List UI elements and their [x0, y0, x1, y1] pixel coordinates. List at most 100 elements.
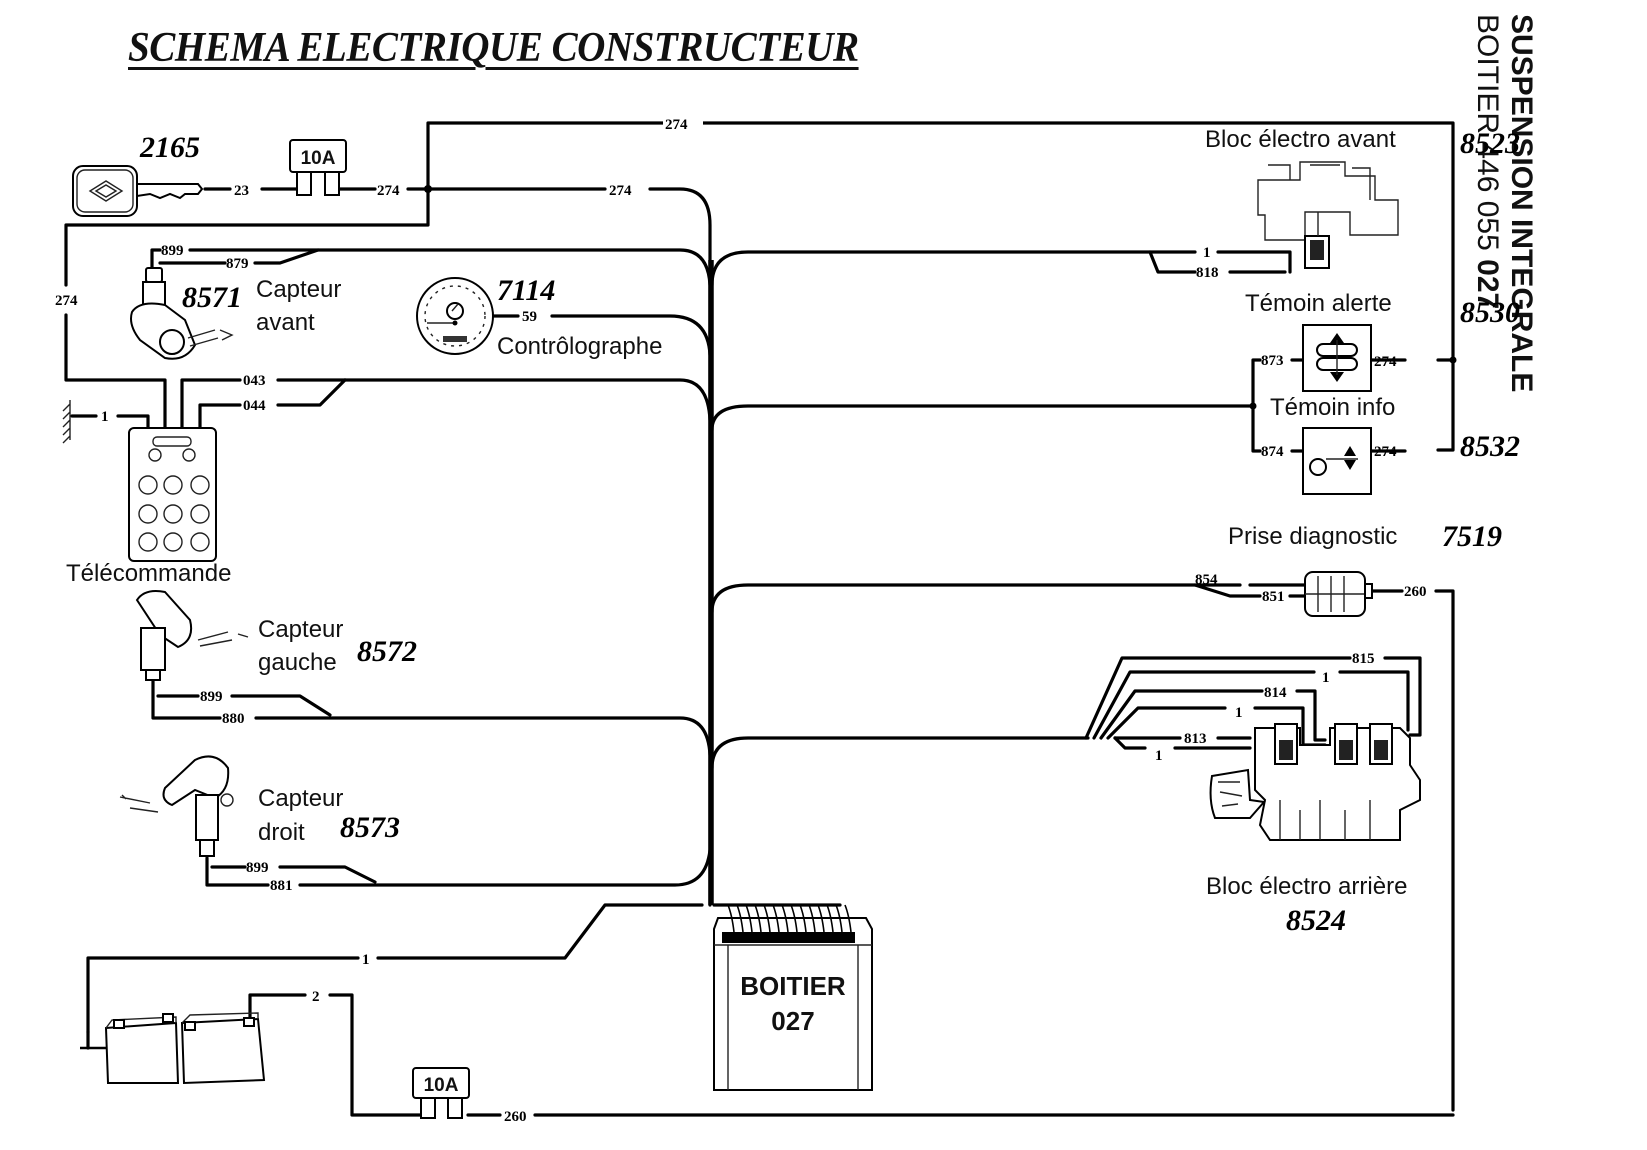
wire-label: 044: [243, 398, 266, 414]
wire-label: 873: [1261, 353, 1284, 369]
connector-pin: [727, 904, 735, 933]
telecommande-icon: [128, 427, 217, 562]
wire-label: 274: [55, 293, 78, 309]
diagram-title: SCHEMA ELECTRIQUE CONSTRUCTEUR: [128, 25, 859, 71]
wire-labels: 274 23 274 274 274 899 879 59 1 043 044 …: [55, 115, 1427, 1125]
capteur-avant-label-1: Capteur: [256, 276, 341, 303]
wire-label: 274: [609, 183, 632, 199]
wire-ground-main: [80, 903, 842, 1050]
connector-pin: [844, 904, 852, 933]
wire-temoins: [710, 358, 1407, 453]
wire-label: 23: [234, 183, 249, 199]
prise-diagnostic-label: Prise diagnostic: [1228, 523, 1397, 550]
wire-label: 1: [101, 409, 109, 425]
wire-label: 2: [312, 989, 320, 1005]
fuse-bottom-rating: 10A: [424, 1075, 459, 1096]
capteur-droit-label-2: droit: [258, 819, 305, 846]
temoin-info-code: 8532: [1460, 430, 1520, 463]
boitier-label-1: BOITIER: [740, 971, 846, 1001]
capteur-gauche-label-2: gauche: [258, 649, 337, 676]
wire-274-top-loop: [64, 121, 1457, 452]
wire-label: 1: [1235, 705, 1243, 721]
temoin-alerte-icon: [1302, 324, 1372, 392]
wire-label: 1: [1203, 245, 1211, 261]
connector-pin: [817, 904, 825, 933]
wire-label: 274: [665, 117, 688, 133]
connector-pin: [772, 904, 780, 933]
fuse-bottom: 10A: [412, 1067, 470, 1119]
prise-diagnostic-code: 7519: [1442, 520, 1502, 553]
wire-label: 814: [1264, 685, 1287, 701]
battery-icon: [104, 1012, 266, 1085]
wire-label: 260: [1404, 584, 1427, 600]
wire-label: 1: [1155, 748, 1163, 764]
wire-controlographe: [491, 314, 712, 357]
prise-diagnostic-icon: [1304, 571, 1373, 617]
wire-label: 274: [1374, 444, 1397, 460]
wire-label: 874: [1261, 444, 1284, 460]
wire-label: 879: [226, 256, 249, 272]
connector-pin: [736, 904, 744, 933]
wire-label: 815: [1352, 651, 1375, 667]
connector-pin: [790, 904, 798, 933]
wire-telecommande: [62, 378, 712, 444]
capteur-gauche-label-1: Capteur: [258, 616, 343, 643]
bloc-electro-arriere-label: Bloc électro arrière: [1206, 873, 1407, 900]
capteur-avant-label-2: avant: [256, 309, 315, 336]
bloc-electro-avant-icon: [1257, 161, 1399, 269]
bloc-electro-avant-code: 8523: [1460, 127, 1520, 160]
wire-label: 59: [522, 309, 537, 325]
connector-pin: [745, 904, 753, 933]
capteur-droit-code: 8573: [340, 811, 400, 844]
capteur-droit-label-1: Capteur: [258, 785, 343, 812]
telecommande-label: Télécommande: [66, 560, 231, 587]
fuse-top: 10A: [289, 139, 347, 196]
wire-battery-fuse: [248, 993, 1455, 1117]
connector-pin: [826, 904, 834, 933]
controlographe-label: Contrôlographe: [497, 333, 662, 360]
key-code: 2165: [139, 131, 200, 164]
wire-label: 880: [222, 711, 245, 727]
wire-label: 274: [377, 183, 400, 199]
wire-label: 851: [1262, 589, 1285, 605]
connector-pin: [781, 904, 789, 933]
wire-label: 260: [504, 1109, 527, 1125]
bloc-electro-arriere-code: 8524: [1286, 904, 1346, 937]
controlographe-code: 7114: [497, 274, 555, 307]
boitier-connector-pins: [727, 904, 852, 933]
connector-pin: [754, 904, 762, 933]
wire-label: 899: [200, 689, 223, 705]
wire-capteur-droit: [205, 848, 712, 887]
connector-pin: [763, 904, 771, 933]
connector-pin: [835, 904, 843, 933]
wire-capteur-avant: [150, 248, 712, 287]
wire-274-trunk: [426, 187, 712, 907]
wire-bloc-arriere: [710, 656, 1422, 770]
wire-label: 854: [1195, 572, 1218, 588]
bloc-electro-avant-label: Bloc électro avant: [1205, 126, 1396, 153]
wire-key-fuse: [203, 185, 432, 193]
capteur-avant-code: 8571: [182, 281, 242, 314]
wire-label: 881: [270, 878, 293, 894]
wire-label: 899: [246, 860, 269, 876]
capteur-avant-icon: [130, 267, 234, 360]
boitier-icon: BOITIER 027: [713, 904, 873, 1091]
wire-label: 899: [161, 243, 184, 259]
wire-label: 818: [1196, 265, 1219, 281]
capteur-gauche-icon: [135, 590, 249, 681]
temoin-info-icon: [1302, 427, 1372, 495]
wire-label: 1: [1322, 670, 1330, 686]
controlographe-icon: [416, 277, 494, 355]
wire-bloc-avant: [710, 250, 1292, 287]
wire-label: 274: [1374, 354, 1397, 370]
capteur-gauche-code: 8572: [357, 635, 417, 668]
capteur-droit-icon: [119, 755, 234, 857]
fuse-top-rating: 10A: [301, 148, 336, 169]
wire-label: 813: [1184, 731, 1207, 747]
wire-label: 1: [362, 952, 370, 968]
temoin-info-label: Témoin info: [1270, 394, 1395, 421]
boitier-label-2: 027: [771, 1006, 814, 1036]
ignition-key-icon: [72, 165, 204, 217]
wire-capteur-gauche: [151, 678, 712, 757]
